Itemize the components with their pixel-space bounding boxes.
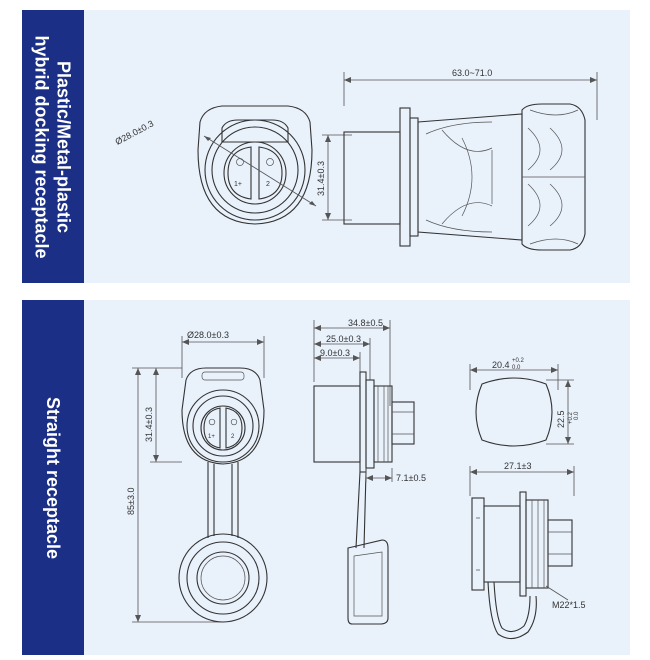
straight-receptacle-drawing: Ø28.0±0.3 31.4±0.3 85±3.0 1+ 2 bbox=[126, 318, 586, 640]
front-view-with-cap: Ø28.0±0.3 31.4±0.3 85±3.0 1+ 2 bbox=[126, 330, 268, 623]
side-short-label: 9.0±0.3 bbox=[320, 348, 350, 358]
thread-label: M22*1.5 bbox=[552, 600, 586, 610]
straight-receptacle-panel: Straight receptacle Ø28.0±0.3 31.4±0.3 8… bbox=[22, 300, 630, 655]
mount-width-label: 27.1±3 bbox=[504, 461, 531, 471]
total-height-label: 85±3.0 bbox=[126, 488, 136, 515]
side-flange-label: 7.1±0.5 bbox=[396, 473, 426, 483]
side-total-label: 34.8±0.5 bbox=[348, 318, 383, 328]
side-length-label: 63.0~71.0 bbox=[452, 68, 492, 78]
cutout-height-tol-plus: +0.2 bbox=[568, 411, 574, 424]
side-mid-label: 25.0±0.3 bbox=[326, 334, 361, 344]
front-diameter-label: Ø28.0±0.3 bbox=[114, 118, 156, 147]
pin-label-2: 2 bbox=[266, 181, 270, 188]
side-height-label: 31.4±0.3 bbox=[316, 161, 326, 196]
cutout-width-label: 20.4 bbox=[492, 360, 510, 370]
side-view: 63.0~71.0 31.4±0.3 bbox=[316, 68, 598, 251]
pin-label-1: 1+ bbox=[234, 181, 242, 188]
mounted-view: 27.1±3 M22*1.5 bbox=[469, 461, 586, 640]
side-view: 34.8±0.5 25.0±0.3 9.0±0.3 7.1± bbox=[313, 318, 426, 625]
cutout-height-label: 22.5 bbox=[556, 410, 566, 428]
pin-label-1: 1+ bbox=[208, 434, 215, 440]
cutout-width-tol-minus: 0.0 bbox=[512, 365, 521, 371]
docking-receptacle-panel: Plastic/Metal-plastic hybrid docking rec… bbox=[22, 10, 630, 283]
front-view: 1+ 2 Ø28.0±0.3 bbox=[114, 105, 317, 225]
panel-cutout: 20.4 +0.2 0.0 22.5 +0.2 0.0 bbox=[469, 358, 580, 447]
pin-label-2: 2 bbox=[231, 434, 235, 440]
section-tab: Plastic/Metal-plastic hybrid docking rec… bbox=[22, 10, 84, 283]
front-diameter-label: Ø28.0±0.3 bbox=[187, 330, 229, 340]
cutout-height-tol-minus: 0.0 bbox=[574, 411, 580, 420]
cutout-width-tol-plus: +0.2 bbox=[512, 358, 525, 364]
front-height-label: 31.4±0.3 bbox=[144, 407, 154, 442]
section-tab: Straight receptacle bbox=[22, 300, 84, 655]
docking-receptacle-drawing: 1+ 2 Ø28.0±0.3 63.0~71.0 31.4±0.3 bbox=[114, 68, 598, 251]
